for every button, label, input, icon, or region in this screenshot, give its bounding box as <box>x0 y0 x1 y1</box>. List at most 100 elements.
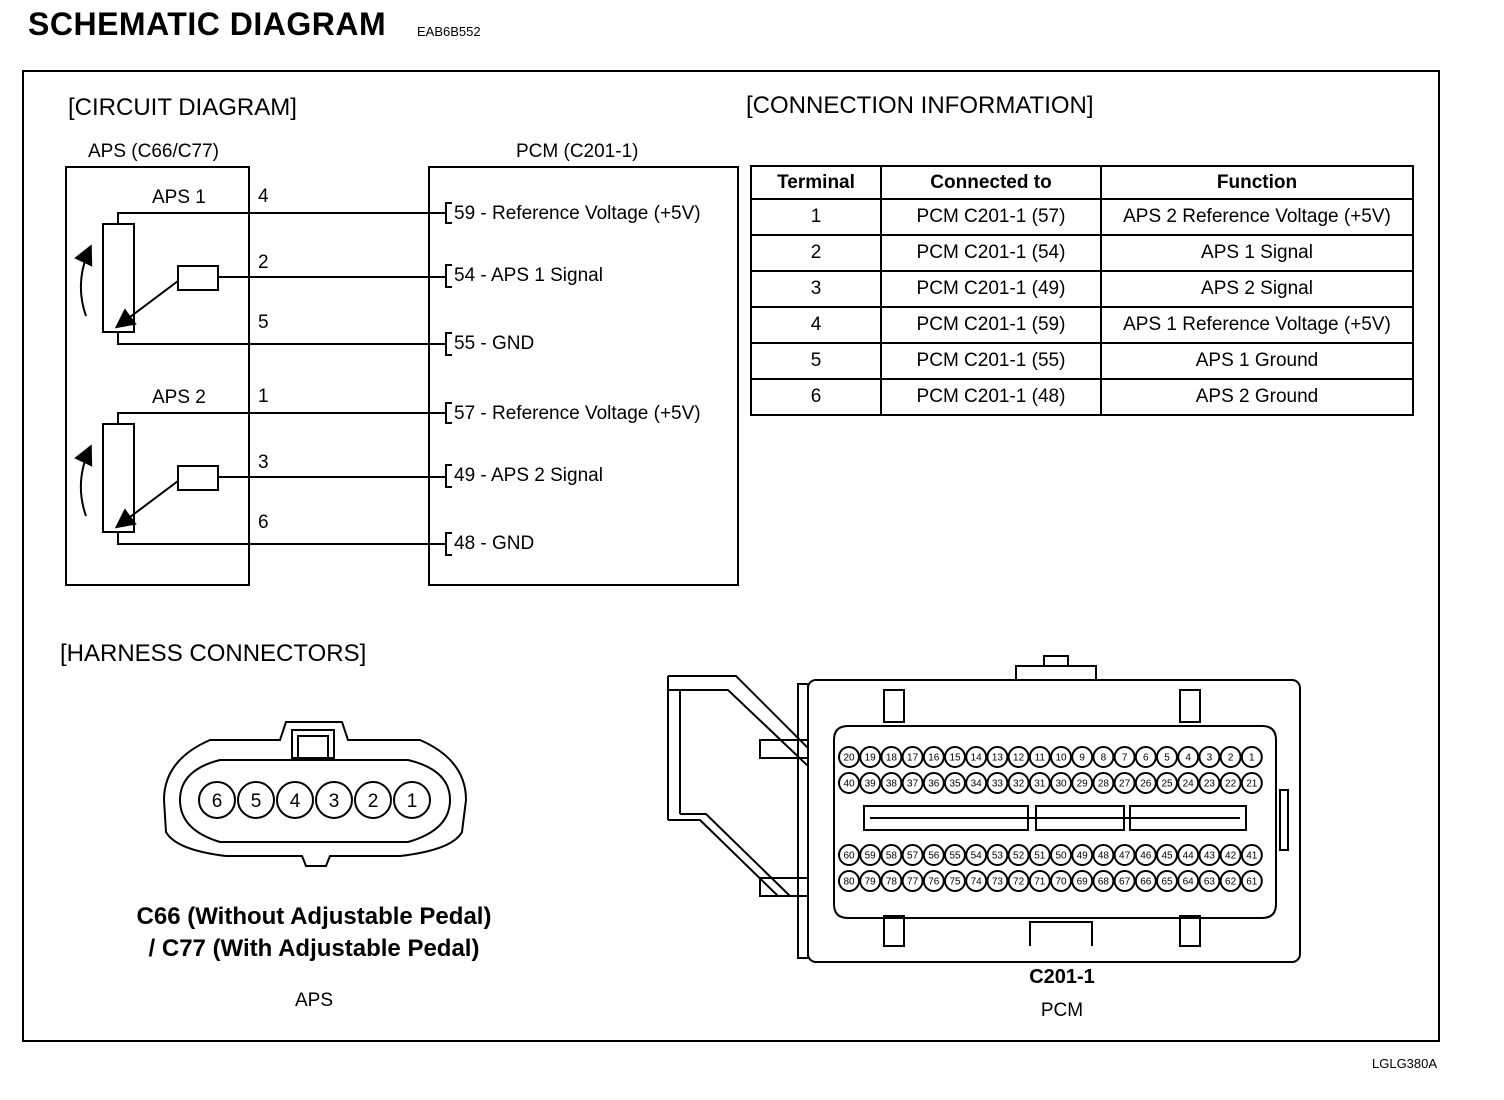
pcm-connector-pin: 68 <box>1092 870 1115 892</box>
pcm-connector-pin: 53 <box>986 844 1009 866</box>
pcm-connector-pin: 65 <box>1156 870 1178 892</box>
pcm-connector-pin: 16 <box>922 746 945 768</box>
document-code: EAB6B552 <box>417 24 481 39</box>
aps-box-label: APS (C66/C77) <box>88 141 219 162</box>
table-cell: PCM C201-1 (57) <box>880 198 1102 236</box>
pcm-connector-pin: 72 <box>1007 870 1030 892</box>
pin-number: 21 <box>1246 779 1258 790</box>
pin-number: 1 <box>407 791 418 812</box>
aps-harness-connector <box>162 721 468 867</box>
pcm-pin-label: 48 - GND <box>454 533 535 554</box>
pin-number: 25 <box>1161 779 1173 790</box>
pin-number: 6 <box>1143 753 1149 764</box>
pcm-connector-pin: 45 <box>1156 844 1178 866</box>
pin-number: 28 <box>1098 779 1110 790</box>
table-cell: 3 <box>750 270 882 308</box>
aps-pin-label: 3 <box>258 452 269 473</box>
pcm-connector-pin: 58 <box>880 844 903 866</box>
pin-number: 44 <box>1183 851 1195 862</box>
pin-number: 5 <box>1164 753 1170 764</box>
aps-pin-label: 5 <box>258 312 269 333</box>
pcm-connector-pin: 52 <box>1007 844 1030 866</box>
aps-pin-label: 1 <box>258 386 269 407</box>
figure-code: LGLG380A <box>1372 1056 1438 1071</box>
pin-number: 71 <box>1034 877 1046 888</box>
pin-number: 75 <box>949 877 961 888</box>
pcm-connector-pin: 67 <box>1113 870 1136 892</box>
pcm-connector-pin: 7 <box>1113 746 1136 768</box>
table-cell: APS 2 Reference Voltage (+5V) <box>1100 198 1414 236</box>
pcm-connector-pin: 39 <box>859 772 882 794</box>
aps1-potentiometer <box>74 212 446 345</box>
pin-number: 68 <box>1098 877 1110 888</box>
pin-number: 54 <box>971 851 983 862</box>
pcm-connector-pin: 76 <box>922 870 945 892</box>
pcm-connector-pin: 74 <box>965 870 988 892</box>
pin-number: 9 <box>1079 753 1085 764</box>
pcm-connector-pin: 19 <box>859 746 882 768</box>
pcm-connector-pin: 63 <box>1198 870 1221 892</box>
pcm-connector-pin: 40 <box>838 772 860 794</box>
pin-number: 31 <box>1034 779 1046 790</box>
aps-pin-label: 4 <box>258 186 269 207</box>
pin-number: 52 <box>1013 851 1025 862</box>
pcm-pin-label: 59 - Reference Voltage (+5V) <box>454 203 701 224</box>
pin-number: 23 <box>1204 779 1216 790</box>
pcm-connector-pin: 15 <box>944 746 966 768</box>
pin-number: 56 <box>928 851 940 862</box>
pcm-connector-pin: 2 <box>1219 746 1242 768</box>
pin-number: 10 <box>1055 753 1067 764</box>
aps-connector-caption-1: C66 (Without Adjustable Pedal) <box>136 903 492 930</box>
page-title: SCHEMATIC DIAGRAM <box>28 6 387 42</box>
pcm-connector-pin: 5 <box>1156 746 1178 768</box>
pin-number: 64 <box>1183 877 1195 888</box>
pcm-connector-pin: 59 <box>859 844 882 866</box>
pin-number: 4 <box>290 791 301 812</box>
pcm-connector-pin: 27 <box>1113 772 1136 794</box>
pcm-connector-pin: 10 <box>1050 746 1072 768</box>
pin-number: 50 <box>1055 851 1067 862</box>
table-row: 1 PCM C201-1 (57) APS 2 Reference Voltag… <box>750 198 1414 236</box>
pcm-connector-pin: 9 <box>1071 746 1094 768</box>
pcm-connector-pin: 69 <box>1071 870 1094 892</box>
pcm-connector-pin: 29 <box>1071 772 1094 794</box>
pcm-connector-pin: 3 <box>1198 746 1221 768</box>
pcm-connector-pin: 17 <box>901 746 924 768</box>
table-row: 3 PCM C201-1 (49) APS 2 Signal <box>750 270 1414 308</box>
table-cell: PCM C201-1 (59) <box>880 306 1102 344</box>
pin-number: 16 <box>928 753 940 764</box>
pcm-connector-pin: 46 <box>1134 844 1157 866</box>
pin-number: 2 <box>368 791 379 812</box>
pin-number: 62 <box>1225 877 1237 888</box>
aps-connector-caption-2: / C77 (With Adjustable Pedal) <box>148 935 480 962</box>
pcm-connector-pin: 4 <box>1177 746 1200 768</box>
pcm-connector-pin: 28 <box>1092 772 1115 794</box>
aps2-potentiometer <box>74 412 446 545</box>
harness-connectors-heading: [HARNESS CONNECTORS] <box>60 640 367 667</box>
pin-number: 43 <box>1204 851 1216 862</box>
pin-number: 7 <box>1122 753 1128 764</box>
pin-number: 3 <box>1207 753 1213 764</box>
pcm-connector-pin: 71 <box>1028 870 1051 892</box>
pin-number: 41 <box>1246 851 1258 862</box>
pin-number: 80 <box>843 877 855 888</box>
pin-number: 36 <box>928 779 940 790</box>
aps-connector-name: APS <box>294 990 334 1011</box>
connection-table: Terminal Connected to Function 1 PCM C20… <box>750 165 1414 416</box>
table-cell: 2 <box>750 234 882 272</box>
pin-number: 73 <box>992 877 1004 888</box>
pcm-connector-pin: 54 <box>965 844 988 866</box>
pin-number: 40 <box>843 779 855 790</box>
table-cell: PCM C201-1 (54) <box>880 234 1102 272</box>
table-header-row: Terminal Connected to Function <box>750 165 1414 200</box>
pin-number: 65 <box>1161 877 1173 888</box>
pin-number: 4 <box>1185 753 1191 764</box>
pcm-connector-pin: 57 <box>901 844 924 866</box>
pcm-pin-label: 55 - GND <box>454 333 535 354</box>
pin-number: 53 <box>992 851 1004 862</box>
pin-number: 46 <box>1140 851 1152 862</box>
pin-number: 12 <box>1013 753 1025 764</box>
pin-number: 67 <box>1119 877 1131 888</box>
pcm-connector-pin: 64 <box>1177 870 1200 892</box>
